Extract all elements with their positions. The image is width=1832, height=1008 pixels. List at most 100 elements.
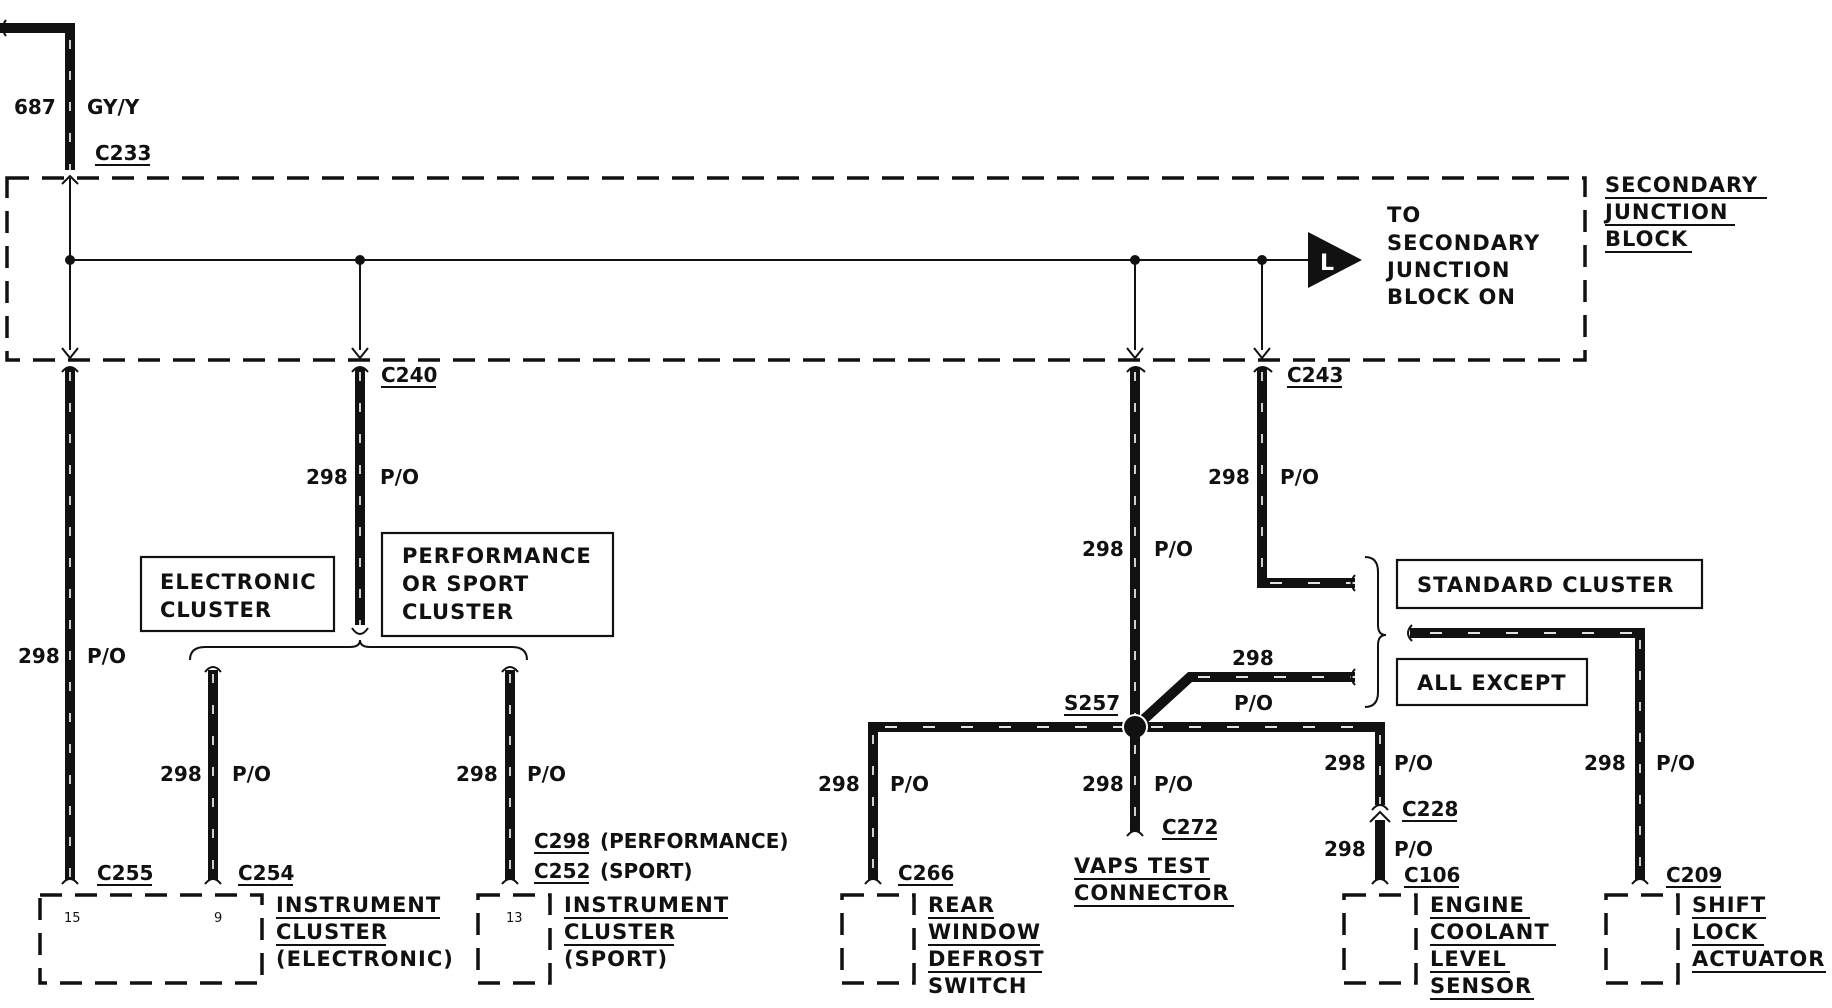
wire-number-687: 687 — [14, 95, 56, 119]
svg-text:LOCK: LOCK — [1692, 920, 1758, 944]
svg-text:INSTRUMENT: INSTRUMENT — [276, 893, 441, 917]
jb-label-line2: JUNCTION — [1603, 200, 1728, 224]
connector-c254: C254 — [238, 861, 294, 885]
to-label-line3: JUNCTION — [1385, 258, 1510, 282]
svg-text:LEVEL: LEVEL — [1430, 947, 1507, 971]
option-brace-vertical — [1364, 556, 1387, 708]
connector-c252-note: (SPORT) — [600, 859, 693, 883]
shift-lock-actuator-box — [1604, 893, 1680, 985]
wire-color-po-b: P/O — [380, 465, 419, 489]
option-performance-line1: PERFORMANCE — [402, 544, 592, 568]
jb-label-line1: SECONDARY — [1605, 173, 1758, 197]
wire-number-298-e: 298 — [1208, 465, 1250, 489]
svg-text:CONNECTOR: CONNECTOR — [1074, 881, 1230, 905]
wire-number-298-i: 298 — [818, 772, 860, 796]
wire-number-298-h: 298 — [1232, 646, 1274, 670]
svg-text:CLUSTER: CLUSTER — [276, 920, 388, 944]
option-standard: STANDARD CLUSTER — [1417, 573, 1674, 597]
wire-color-po-i: P/O — [890, 772, 929, 796]
wire-298-c209 — [1407, 624, 1649, 885]
svg-text:ENGINE: ENGINE — [1430, 893, 1525, 917]
wire-number-298-a: 298 — [18, 644, 60, 668]
connector-c209: C209 — [1666, 863, 1722, 887]
wire-number-298-b: 298 — [306, 465, 348, 489]
svg-text:REAR: REAR — [928, 893, 995, 917]
wire-number-298-d: 298 — [456, 762, 498, 786]
wire-298-c106 — [1369, 810, 1391, 885]
rear-window-defrost-switch-label: REAR WINDOW DEFROST SWITCH — [928, 893, 1045, 998]
connector-c298: C298 — [534, 829, 590, 853]
to-label-line4: BLOCK ON — [1387, 285, 1516, 309]
svg-text:DEFROST: DEFROST — [928, 947, 1045, 971]
instrument-cluster-electronic-box — [38, 893, 264, 985]
option-box-all-except — [1395, 657, 1589, 707]
wire-298-c252 — [501, 666, 519, 885]
rear-window-defrost-switch-box — [840, 893, 916, 985]
wire-color-po-j: P/O — [1154, 772, 1193, 796]
wire-number-298-k: 298 — [1324, 751, 1366, 775]
wire-color-po-e: P/O — [1280, 465, 1319, 489]
wire-color-po-c: P/O — [232, 762, 271, 786]
wire-number-298-c: 298 — [160, 762, 202, 786]
wire-color-po-f: P/O — [1656, 751, 1695, 775]
connector-c266: C266 — [898, 861, 954, 885]
engine-coolant-level-sensor-box — [1342, 893, 1418, 985]
connector-c233: C233 — [95, 141, 151, 165]
svg-text:(SPORT): (SPORT) — [564, 947, 668, 971]
wire-color-po-k: P/O — [1394, 751, 1433, 775]
pin-9: 9 — [214, 911, 222, 926]
internal-bus — [61, 174, 1310, 360]
option-box-performance — [380, 531, 615, 638]
connector-c106: C106 — [1404, 863, 1460, 887]
to-secondary-label: TO SECONDARY JUNCTION BLOCK ON — [1385, 203, 1539, 309]
secondary-junction-arrow: L — [1308, 232, 1362, 288]
svg-text:SWITCH: SWITCH — [928, 974, 1027, 998]
svg-text:SHIFT: SHIFT — [1692, 893, 1766, 917]
to-label-line1: TO — [1387, 203, 1421, 227]
splice-s257-label: S257 — [1064, 691, 1120, 715]
connector-c298-c252: C298 (PERFORMANCE) C252 (SPORT) — [534, 829, 789, 884]
pin-15: 15 — [64, 911, 81, 926]
svg-text:WINDOW: WINDOW — [928, 920, 1041, 944]
instrument-cluster-sport-box — [476, 893, 552, 985]
pin-13: 13 — [506, 911, 523, 926]
svg-text:(ELECTRONIC): (ELECTRONIC) — [276, 947, 454, 971]
svg-text:SENSOR: SENSOR — [1430, 974, 1532, 998]
wire-color-po-d: P/O — [527, 762, 566, 786]
wire-color-po-h: P/O — [1234, 691, 1273, 715]
wire-298-all-except — [1139, 668, 1356, 724]
option-performance-line3: CLUSTER — [402, 600, 514, 624]
junction-block-outline — [5, 176, 1587, 362]
option-box-standard — [1395, 558, 1704, 610]
option-performance-line2: OR SPORT — [402, 572, 529, 596]
shift-lock-actuator-label: SHIFT LOCK ACTUATOR — [1692, 893, 1826, 973]
wire-number-298-j: 298 — [1082, 772, 1124, 796]
wire-number-298-g: 298 — [1082, 537, 1124, 561]
wire-color-po-l: P/O — [1394, 837, 1433, 861]
wire-298-c254 — [204, 666, 222, 885]
junction-block-label: SECONDARY JUNCTION BLOCK — [1603, 173, 1767, 253]
connector-c243: C243 — [1287, 363, 1343, 387]
connector-c298-note: (PERFORMANCE) — [600, 829, 789, 853]
jb-label-line3: BLOCK — [1605, 227, 1688, 251]
wire-number-298-f: 298 — [1584, 751, 1626, 775]
connector-c240: C240 — [381, 363, 437, 387]
wire-298-c243 — [1253, 366, 1356, 592]
connector-c228: C228 — [1402, 797, 1458, 821]
wire-color-gyy: GY/Y — [87, 95, 140, 119]
wire-298-c255 — [61, 366, 79, 885]
wire-298-c272 — [1126, 735, 1144, 837]
wire-298-s257 — [1126, 366, 1146, 727]
wire-color-po-a: P/O — [87, 644, 126, 668]
option-box-electronic — [139, 555, 336, 633]
option-electronic-line2: CLUSTER — [160, 598, 272, 622]
instrument-cluster-electronic-label: INSTRUMENT CLUSTER (ELECTRONIC) — [276, 893, 454, 971]
option-electronic-line1: ELECTRONIC — [160, 570, 317, 594]
connector-c272: C272 — [1162, 815, 1218, 839]
instrument-cluster-sport-label: INSTRUMENT CLUSTER (SPORT) — [564, 893, 728, 971]
connector-c252: C252 — [534, 859, 590, 883]
wire-color-po-g: P/O — [1154, 537, 1193, 561]
option-all-except: ALL EXCEPT — [1417, 671, 1567, 695]
wire-number-298-l: 298 — [1324, 837, 1366, 861]
